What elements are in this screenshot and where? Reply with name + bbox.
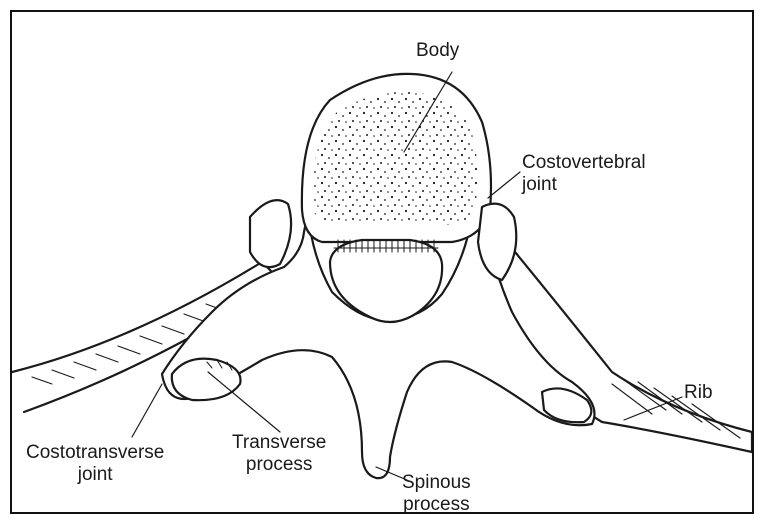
figure-frame: Body Costovertebral joint Rib Costotrans… — [10, 10, 754, 514]
label-rib: Rib — [684, 382, 713, 404]
label-costovertebral-joint: Costovertebral joint — [522, 152, 646, 196]
label-spinous-process: Spinous process — [402, 472, 471, 514]
thoracic-vertebra-illustration — [12, 12, 752, 512]
label-costotransverse-joint: Costotransverse joint — [26, 442, 164, 486]
leader-costovertebral — [488, 172, 520, 198]
label-body: Body — [416, 40, 459, 62]
left-transverse-facet — [172, 359, 241, 401]
leader-transverse — [208, 372, 280, 432]
leader-costotransverse — [132, 384, 162, 437]
label-transverse-process: Transverse process — [232, 432, 326, 476]
left-rib-head — [250, 200, 291, 267]
